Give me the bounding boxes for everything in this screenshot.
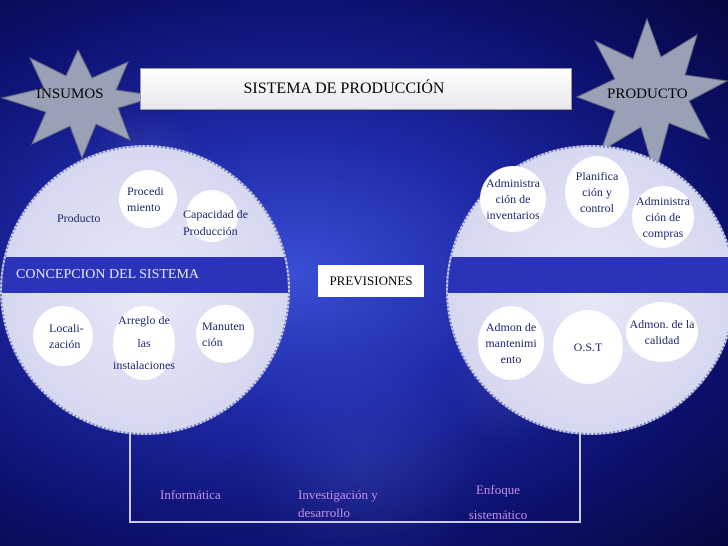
arreglo-circle: Arreglo de las instalaciones bbox=[113, 306, 175, 380]
right-band bbox=[448, 257, 728, 293]
planificacion-label: Planifica ción y control bbox=[575, 168, 619, 216]
capacidad-label: Capacidad de Producción bbox=[183, 207, 248, 238]
manutencion-label: Manuten ción bbox=[202, 318, 245, 349]
capacidad-circle bbox=[186, 190, 238, 242]
page-title: SISTEMA DE PRODUCCIÓN bbox=[243, 80, 445, 97]
mantenimiento-label: Admon de mantenimi ento bbox=[485, 319, 537, 367]
producto-label: PRODUCTO bbox=[607, 86, 688, 102]
informatica-label: Informática bbox=[160, 487, 221, 502]
calidad-label: Admon. de la calidad bbox=[629, 316, 695, 347]
investigacion-label: Investigación y desarrollo bbox=[298, 487, 378, 521]
manutencion-circle: Manuten ción bbox=[196, 305, 254, 363]
mantenimiento-circle: Admon de mantenimi ento bbox=[478, 306, 544, 380]
previsiones-box: PREVISIONES bbox=[318, 265, 424, 297]
planificacion-circle: Planifica ción y control bbox=[565, 156, 629, 228]
inventarios-circle: Administra ción de inventarios bbox=[480, 166, 546, 232]
localizacion-circle: Locali- zación bbox=[33, 306, 93, 366]
calidad-circle: Admon. de la calidad bbox=[626, 302, 698, 362]
compras-label: Administra ción de compras bbox=[636, 193, 690, 241]
insumos-label: INSUMOS bbox=[36, 86, 104, 102]
inventarios-label: Administra ción de inventarios bbox=[486, 175, 540, 223]
procedimiento-circle: Procedi miento bbox=[119, 170, 177, 228]
procedimiento-label: Procedi miento bbox=[127, 183, 164, 214]
compras-circle: Administra ción de compras bbox=[632, 186, 694, 248]
title-bar: SISTEMA DE PRODUCCIÓN bbox=[140, 68, 572, 110]
localizacion-label: Locali- zación bbox=[49, 320, 84, 351]
ost-label: O.S.T bbox=[573, 339, 603, 354]
concepcion-label: CONCEPCION DEL SISTEMA bbox=[16, 267, 200, 282]
arreglo-label: Arreglo de las instalaciones bbox=[113, 312, 175, 373]
concepcion-band: CONCEPCION DEL SISTEMA bbox=[2, 257, 288, 293]
ost-circle: O.S.T bbox=[553, 310, 623, 384]
enfoque-label: Enfoque sistemático bbox=[468, 482, 528, 522]
producto-item: Producto bbox=[57, 211, 101, 225]
